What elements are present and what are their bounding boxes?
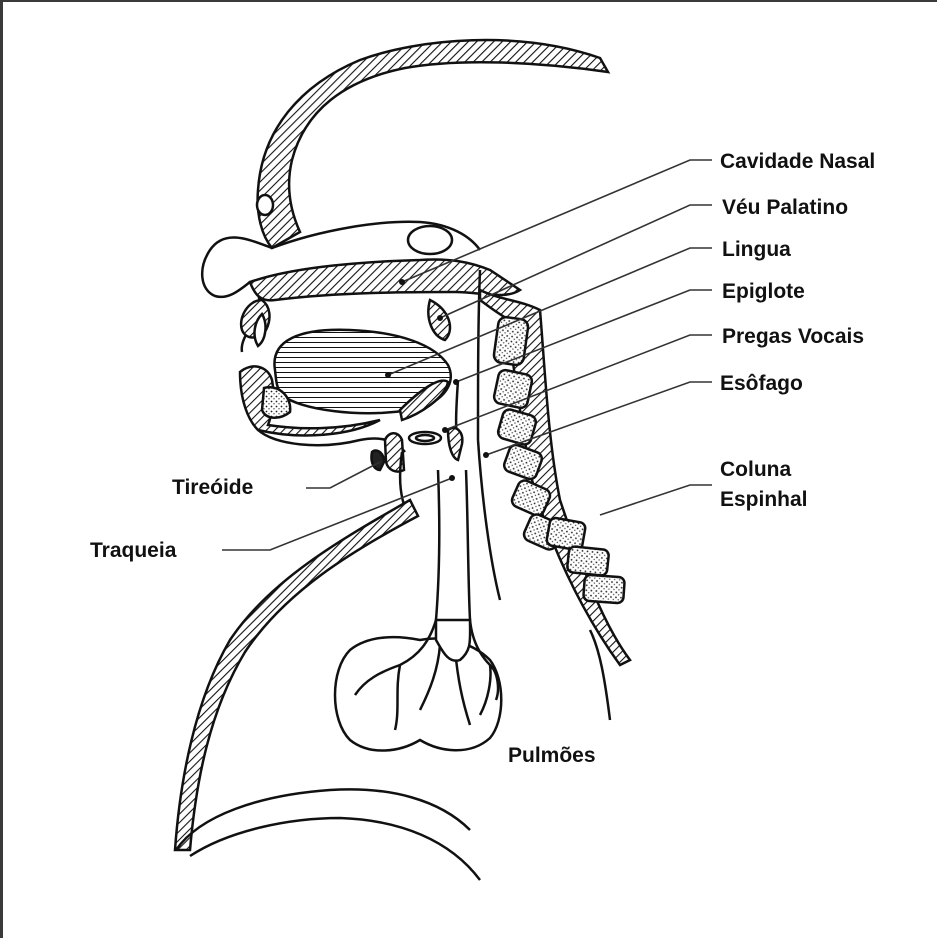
label-traqueia: Traqueia xyxy=(90,537,176,564)
label-cavidade-nasal: Cavidade Nasal xyxy=(720,148,875,175)
arytenoid xyxy=(448,428,462,460)
trachea-left xyxy=(436,470,439,620)
leader-pregas-vocais xyxy=(445,335,712,430)
leader-tireoide xyxy=(306,462,380,488)
sinus-cavity-small xyxy=(257,195,273,215)
sinus-cavity xyxy=(408,226,452,254)
label-epiglote: Epiglote xyxy=(722,278,805,305)
trachea-right xyxy=(466,470,470,620)
chest-inner xyxy=(190,818,480,880)
leader-coluna xyxy=(600,485,712,515)
label-pregas-vocais: Pregas Vocais xyxy=(722,323,864,350)
thyroid-front xyxy=(371,450,384,470)
label-esofago: Esôfago xyxy=(720,370,803,397)
esophagus xyxy=(478,440,500,600)
label-coluna-line1: Coluna xyxy=(720,455,808,485)
label-veu-palatino: Véu Palatino xyxy=(722,194,848,221)
label-tireoide: Tireóide xyxy=(172,474,253,501)
label-coluna-line2: Espinhal xyxy=(720,485,808,515)
label-pulmoes: Pulmões xyxy=(508,742,596,769)
lungs xyxy=(335,637,501,750)
label-lingua: Lingua xyxy=(722,236,791,263)
torso xyxy=(175,500,610,880)
head-outline xyxy=(202,40,630,665)
label-coluna-espinhal: Coluna Espinhal xyxy=(720,455,808,515)
